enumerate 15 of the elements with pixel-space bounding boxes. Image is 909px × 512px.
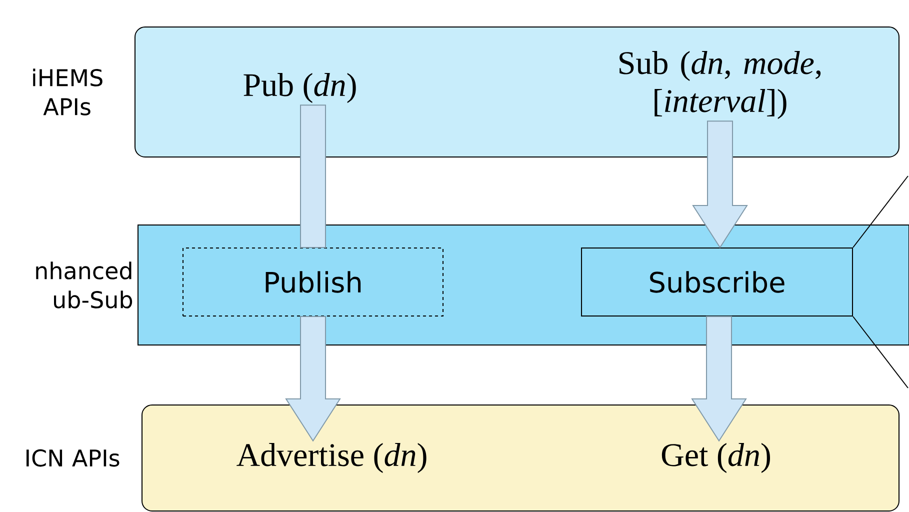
api-call-text: Pub (dn)	[244, 73, 356, 103]
block-arrow	[692, 120, 748, 248]
api-call-text: Get (dn)	[662, 443, 770, 473]
block-arrow	[691, 316, 747, 442]
block-arrow	[300, 104, 326, 248]
node-label: iHEMS APIs	[33, 68, 102, 116]
process-box: Subscribe	[581, 248, 853, 316]
node-label: nhanced ub-Sub	[36, 262, 132, 308]
leader-line	[852, 176, 909, 248]
api-call-text: Advertise (dn)	[236, 443, 426, 473]
leader-line	[852, 316, 909, 388]
api-call-text: Sub (dn, mode, [interval])	[620, 51, 821, 119]
block-arrow	[285, 316, 341, 442]
node-label: ICN APIs	[26, 449, 120, 467]
dashed-box: Publish	[182, 248, 444, 316]
